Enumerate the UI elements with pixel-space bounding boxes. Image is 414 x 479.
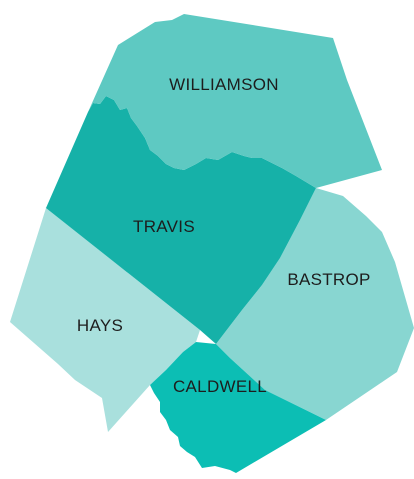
county-label-bastrop: BASTROP — [287, 270, 370, 289]
county-label-caldwell: CALDWELL — [173, 377, 267, 396]
county-bastrop[interactable] — [216, 188, 414, 420]
county-hays[interactable] — [10, 207, 200, 432]
county-williamson[interactable] — [88, 14, 382, 188]
county-label-hays: HAYS — [77, 316, 123, 335]
county-travis[interactable] — [46, 96, 316, 344]
county-caldwell[interactable] — [150, 342, 326, 473]
county-label-travis: TRAVIS — [133, 217, 195, 236]
county-label-williamson: WILLIAMSON — [169, 75, 279, 94]
